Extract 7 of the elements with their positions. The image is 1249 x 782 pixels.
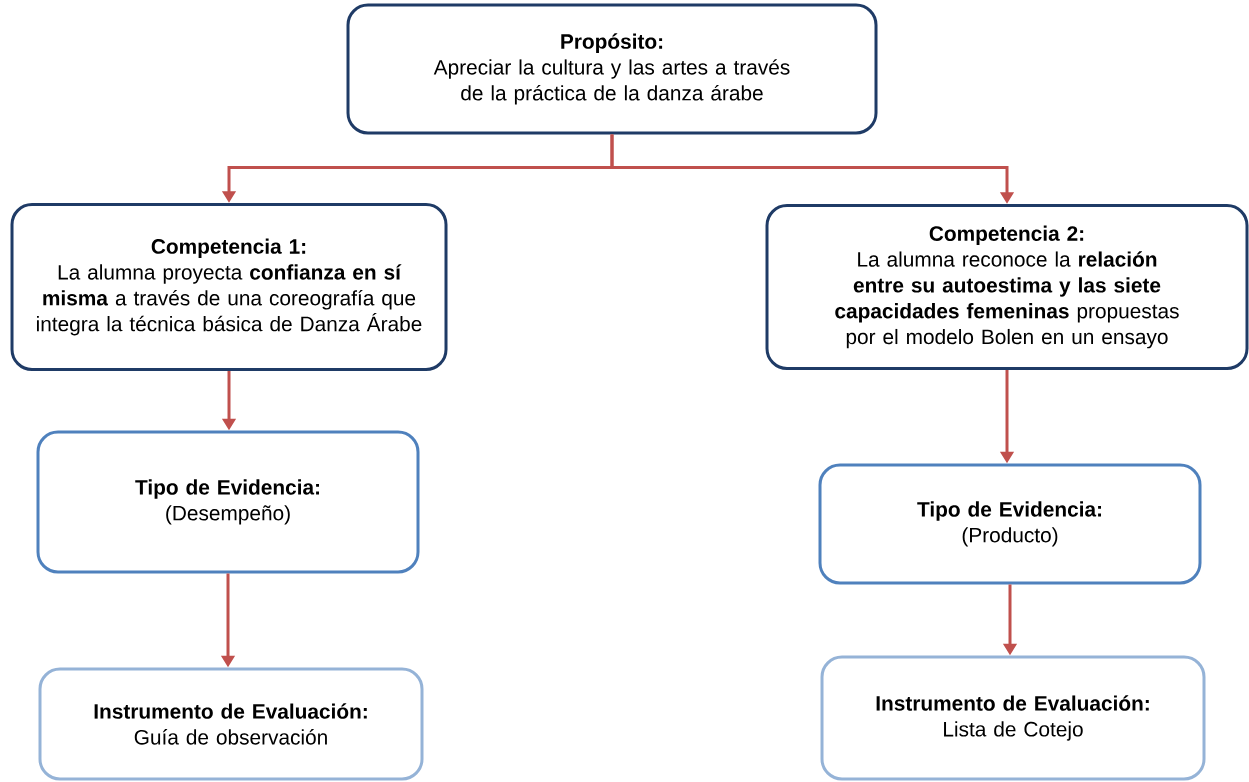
instrument-box: Instrumento de Evaluación: Lista de Cotejo: [820, 655, 1206, 781]
competency-box: Competencia 2: La alumna reconoce la relación entre su autoestima y las siete capacidades femeninas propuestas por el modelo Bolen en un ensayo: [765, 204, 1249, 370]
instrument-box: Instrumento de Evaluación: Guía de observación: [38, 667, 424, 781]
competency-box: Competencia 1: La alumna proyecta confianza en sí misma a través de una coreografía que integra la técnica básica de Danza Árabe: [10, 203, 448, 371]
evidence-box: Tipo de Evidencia: (Desempeño): [36, 430, 420, 574]
purpose-box: Propósito: Apreciar la cultura y las artes a través de la práctica de la danza árabe: [346, 3, 878, 135]
evidence-box: Tipo de Evidencia: (Producto): [818, 463, 1202, 585]
